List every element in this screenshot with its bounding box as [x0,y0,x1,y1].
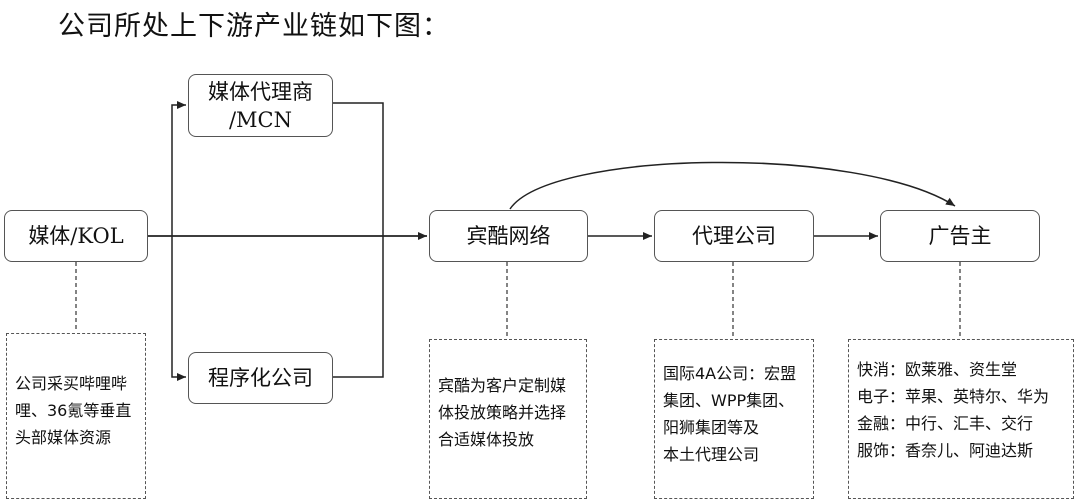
node-mcn-label-line2: /MCN [228,107,293,132]
note-advertiser-line: 金融：中行、汇丰、交行 [857,414,1034,433]
note-advertiser-line: 服饰：香奈儿、阿迪达斯 [857,441,1034,460]
note-binku-line: 宾酷为客户定制媒 [438,376,567,395]
node-media-agency-mcn: 媒体代理商 /MCN [188,74,333,137]
connector-mcn-to-binku [333,102,384,236]
node-advertiser: 广告主 [880,210,1040,262]
note-agency-line: 阳狮集团等及 [663,418,760,437]
note-agency-line: 集团、WPP集团、 [663,391,795,410]
note-agency-line: 国际4A公司：宏盟 [663,364,797,383]
note-media: 公司采买哔哩哔 哩、36氪等垂直 头部媒体资源 [6,333,146,499]
note-advertiser-line: 快消：欧莱雅、资生堂 [857,360,1018,379]
node-agency-label: 代理公司 [692,224,776,248]
note-media-line: 公司采买哔哩哔 [15,374,128,393]
connector-programmatic-to-binku [333,236,384,378]
node-advertiser-label: 广告主 [928,224,992,248]
note-agency: 国际4A公司：宏盟 集团、WPP集团、 阳狮集团等及 本土代理公司 [654,339,814,499]
note-binku: 宾酷为客户定制媒 体投放策略并选择 合适媒体投放 [429,339,587,499]
node-agency: 代理公司 [654,210,814,262]
node-binku-label: 宾酷网络 [466,224,551,248]
note-binku-line: 体投放策略并选择 [438,403,567,422]
diagram-heading: 公司所处上下游产业链如下图： [58,11,450,42]
note-advertiser: 快消：欧莱雅、资生堂 电子：苹果、英特尔、华为 金融：中行、汇丰、交行 服饰：香… [848,339,1074,499]
node-binku-network: 宾酷网络 [429,210,588,262]
node-media-kol-label: 媒体/KOL [28,224,124,248]
note-agency-line: 本土代理公司 [663,445,760,464]
arrow-media-to-programmatic [171,236,186,381]
node-mcn-label-line1: 媒体代理商 [208,79,313,104]
note-media-line: 哩、36氪等垂直 [15,401,132,420]
note-media-line: 头部媒体资源 [15,428,112,447]
arrow-media-to-mcn [171,101,186,236]
arrow-binku-to-advertiser-arc [509,161,956,210]
note-binku-line: 合适媒体投放 [438,430,535,449]
node-programmatic: 程序化公司 [188,352,333,404]
note-advertiser-line: 电子：苹果、英特尔、华为 [857,387,1050,406]
node-programmatic-label: 程序化公司 [208,366,313,390]
node-media-kol: 媒体/KOL [4,210,148,262]
